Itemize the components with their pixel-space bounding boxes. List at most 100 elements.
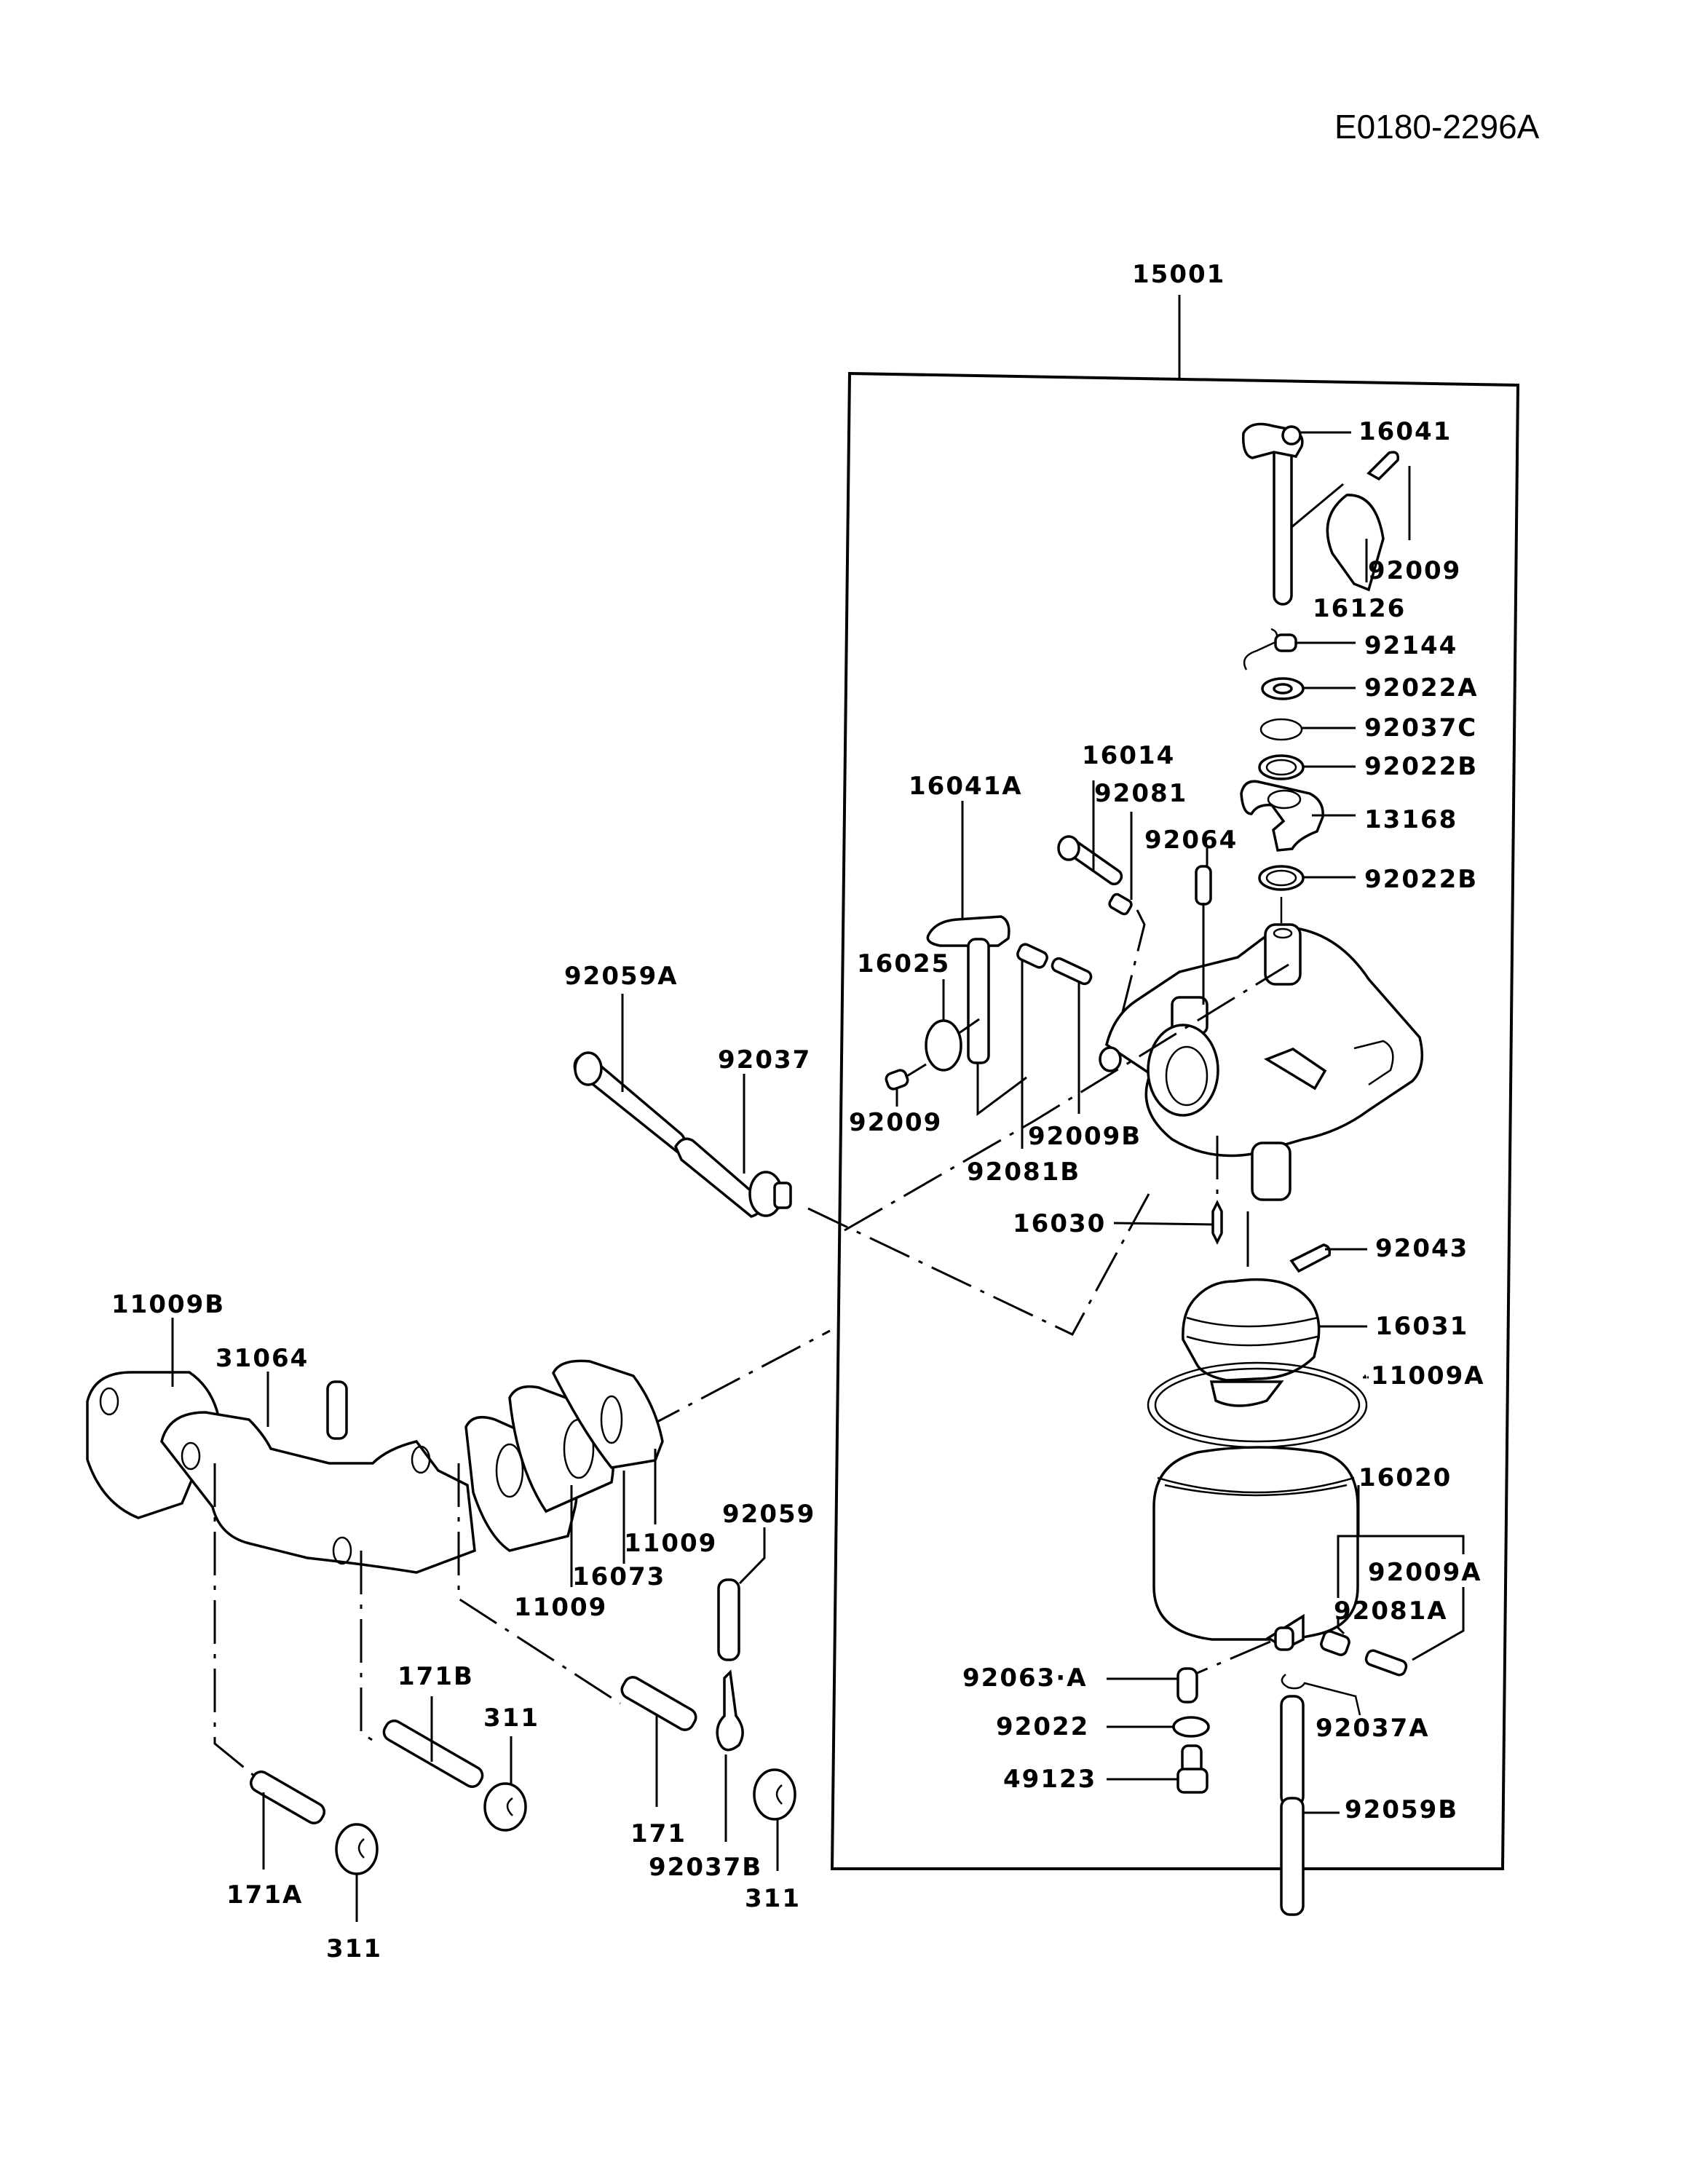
label-92037A[interactable]: 92037A: [1316, 1714, 1430, 1743]
label-92022[interactable]: 92022: [996, 1712, 1089, 1741]
label-92037[interactable]: 92037: [718, 1045, 811, 1075]
spring-92144: [1243, 628, 1297, 670]
label-92059A[interactable]: 92059A: [564, 962, 679, 991]
label-13168[interactable]: 13168: [1364, 805, 1457, 834]
clamp-92037: [748, 1171, 792, 1217]
alignment-line-171A: [213, 1463, 256, 1778]
label-92022B-1[interactable]: 92022B: [1364, 752, 1478, 781]
drawing-code: E0180-2296A: [1334, 108, 1540, 146]
label-11009-right[interactable]: 11009: [624, 1529, 717, 1558]
leader-92059: [738, 1527, 766, 1585]
label-171[interactable]: 171: [630, 1819, 687, 1848]
fuel-hose-92059A: [573, 1051, 763, 1218]
alignment-line-c: [640, 1329, 831, 1432]
label-16031[interactable]: 16031: [1375, 1312, 1468, 1341]
label-92009-top[interactable]: 92009: [1368, 556, 1461, 585]
label-92037C[interactable]: 92037C: [1364, 713, 1477, 743]
label-49123[interactable]: 49123: [1003, 1765, 1096, 1794]
label-16041A[interactable]: 16041A: [909, 772, 1023, 801]
throttle-plate: [1290, 483, 1385, 592]
label-16041[interactable]: 16041: [1358, 417, 1452, 446]
nut-311-c: [335, 1823, 379, 1875]
label-92022B-2[interactable]: 92022B: [1364, 865, 1478, 894]
ring-92037C: [1259, 718, 1303, 741]
tube-92059B-upper: [1280, 1695, 1305, 1807]
label-92043[interactable]: 92043: [1375, 1234, 1468, 1263]
label-92009A[interactable]: 92009A: [1368, 1558, 1482, 1587]
label-92063A[interactable]: 92063·A: [962, 1663, 1088, 1693]
axis-dash-2: [1193, 1640, 1271, 1676]
spring-92081A: [1320, 1630, 1350, 1656]
label-171B[interactable]: 171B: [397, 1662, 474, 1691]
leader-92081A: [1337, 1618, 1345, 1635]
float-pin-92043: [1289, 1243, 1332, 1273]
spring-92081B: [1016, 943, 1048, 969]
washer-92022A-hole: [1273, 683, 1293, 695]
tube-92059B-lower: [1280, 1797, 1305, 1916]
label-11009-left[interactable]: 11009: [514, 1593, 607, 1622]
label-92009-left[interactable]: 92009: [849, 1108, 942, 1137]
label-92081B[interactable]: 92081B: [967, 1158, 1080, 1187]
label-311-b[interactable]: 311: [745, 1884, 801, 1913]
gasket-11009A-inner: [1154, 1367, 1361, 1443]
leader-92009A: [1412, 1587, 1465, 1661]
label-16030[interactable]: 16030: [1013, 1209, 1106, 1238]
washer-92022: [1172, 1716, 1210, 1738]
label-16126[interactable]: 16126: [1313, 594, 1406, 623]
label-311-c[interactable]: 311: [326, 1934, 382, 1963]
label-92081[interactable]: 92081: [1094, 779, 1187, 808]
float-16031: [1182, 1278, 1321, 1407]
spring-92081: [1108, 893, 1146, 1013]
stud-171A: [250, 1770, 325, 1824]
label-311-a[interactable]: 311: [483, 1704, 539, 1733]
drain-screw-92063A: [1176, 1667, 1198, 1704]
gasket-11009-right: [552, 1359, 664, 1469]
label-16020[interactable]: 16020: [1358, 1463, 1452, 1492]
label-92037B[interactable]: 92037B: [649, 1853, 762, 1882]
nut-311-b: [753, 1768, 796, 1821]
tube-92059: [717, 1578, 740, 1661]
label-11009A[interactable]: 11009A: [1371, 1361, 1485, 1390]
float-bowl-16020: [1152, 1446, 1359, 1651]
label-92064[interactable]: 92064: [1144, 826, 1238, 855]
clip-92037B: [716, 1669, 744, 1752]
assembly-label: 15001: [1132, 260, 1225, 289]
carburetor-body: [1099, 923, 1424, 1201]
screw-92009A: [1364, 1649, 1408, 1677]
stud-171B: [382, 1720, 484, 1788]
screw-92009-left: [885, 1063, 927, 1091]
label-92009B[interactable]: 92009B: [1028, 1122, 1142, 1151]
choke-shaft: [926, 915, 1027, 1116]
label-92081A[interactable]: 92081A: [1334, 1597, 1448, 1626]
main-jet-16030: [1211, 1200, 1223, 1245]
label-171A[interactable]: 171A: [226, 1880, 303, 1910]
clip-92037A: [1281, 1674, 1361, 1716]
label-16073[interactable]: 16073: [572, 1562, 665, 1591]
screw-92009B: [1051, 957, 1093, 986]
part-labels: 16041 92009 16126 92144 92022A 92037C 92…: [111, 417, 1485, 1963]
stud-171: [620, 1676, 697, 1731]
label-16025[interactable]: 16025: [857, 949, 950, 978]
throttle-screw: [1366, 451, 1399, 481]
label-92059[interactable]: 92059: [722, 1500, 815, 1529]
alignment-line-b: [844, 963, 1289, 1232]
washer-92022B-1-hole: [1265, 759, 1297, 776]
throttle-shaft: [1242, 422, 1304, 606]
leader-16020-b: [1338, 1535, 1465, 1554]
label-16014[interactable]: 16014: [1082, 741, 1175, 770]
label-92059B[interactable]: 92059B: [1345, 1795, 1458, 1824]
label-11009B[interactable]: 11009B: [111, 1290, 225, 1319]
leader-16030: [1113, 1222, 1214, 1226]
gasket-11009B: [86, 1371, 220, 1519]
label-31064[interactable]: 31064: [215, 1344, 309, 1373]
manifold-31064: [160, 1380, 476, 1574]
assembly-box: [830, 371, 1520, 1870]
lever-13168: [1240, 780, 1324, 852]
idle-screw-92064: [1195, 865, 1212, 1005]
alignment-line-171B: [360, 1551, 379, 1746]
screw-16014: [1057, 835, 1123, 886]
washer-92022B-2-hole: [1265, 869, 1297, 887]
label-92022A[interactable]: 92022A: [1364, 673, 1479, 703]
label-92144[interactable]: 92144: [1364, 631, 1457, 660]
